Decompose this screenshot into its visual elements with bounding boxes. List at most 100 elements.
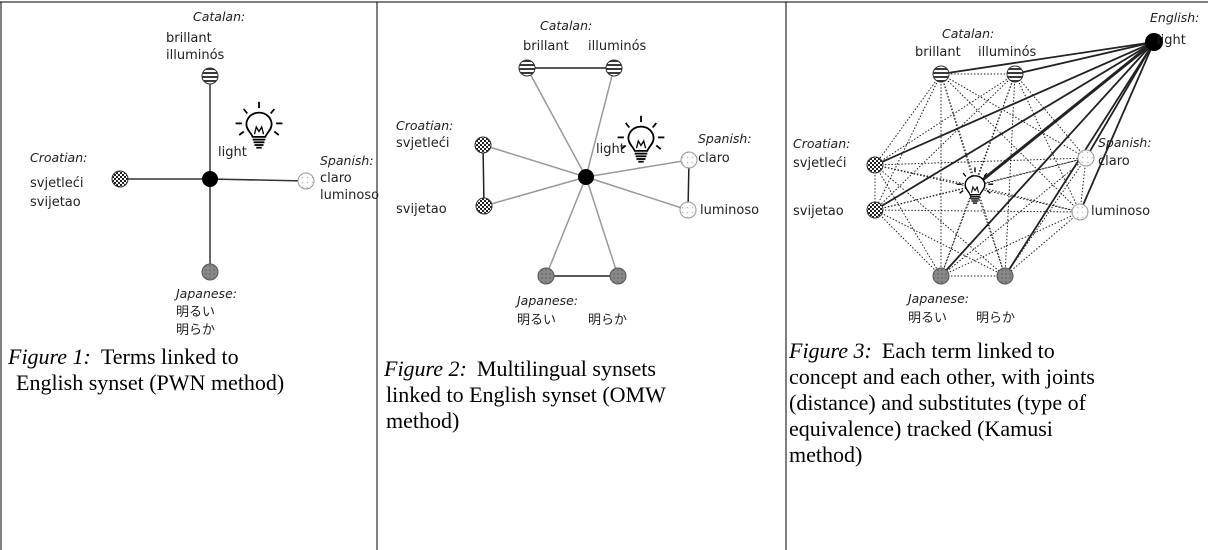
- term-term-edge: [874, 73, 1016, 166]
- figure3-caption-line2: concept and each other, with joints: [789, 364, 1095, 389]
- term-concept-edge: [940, 185, 976, 277]
- term-term-edge: [874, 157, 1087, 166]
- spanish-node: [680, 151, 698, 169]
- term-term-edge: [940, 73, 1016, 277]
- japanese-term: 明らか: [176, 323, 215, 338]
- spanish-lang: Spanish:: [320, 153, 374, 168]
- figure2-caption-line3: method): [386, 408, 459, 433]
- term-term-edge: [874, 164, 1081, 213]
- japanese-node: [609, 267, 627, 285]
- japanese-term: 明るい: [908, 311, 947, 326]
- figure-2: Catalan: brillant illuminós light Croati…: [383, 18, 759, 433]
- japanese-node: [932, 267, 950, 285]
- caption-text: Terms linked to: [101, 344, 239, 369]
- catalan-lang: Catalan:: [193, 9, 245, 24]
- figure3-caption-line1: Figure 3: Each term linked to: [788, 338, 1055, 363]
- croatian-lang: Croatian:: [793, 136, 850, 151]
- spanish-term: claro: [1098, 154, 1130, 169]
- spanish-term: claro: [320, 171, 352, 186]
- figure2-caption-line1: Figure 2: Multilingual synsets: [383, 356, 656, 381]
- figure3-caption-line5: method): [789, 442, 862, 467]
- english-term-edge: [940, 41, 1155, 277]
- croatian-term: svijetao: [396, 202, 447, 217]
- croatian-node: [866, 156, 884, 174]
- croatian-term: svijetao: [30, 195, 81, 210]
- term-term-edge: [874, 73, 942, 166]
- japanese-term: 明らか: [976, 311, 1015, 326]
- term-term-edge: [874, 164, 1006, 277]
- japanese-lang: Japanese:: [173, 286, 237, 301]
- term-concept-edge: [974, 185, 1006, 277]
- caption-label: Figure 1:: [7, 344, 91, 369]
- term-concept-edge: [874, 185, 976, 211]
- catalan-node: [518, 59, 536, 77]
- term-concept-edge: [974, 185, 1081, 213]
- english-concept-edge: [974, 40, 1155, 188]
- lightbulb-icon: [234, 100, 284, 149]
- spanish-term: luminoso: [700, 203, 759, 218]
- term-term-edge: [1079, 157, 1087, 213]
- croatian-node: [111, 170, 129, 188]
- english-term-edge: [1079, 41, 1155, 213]
- catalan-term: illuminós: [166, 48, 225, 63]
- catalan-node: [1006, 65, 1024, 83]
- catalan-node: [605, 59, 623, 77]
- croatian-node: [474, 136, 492, 154]
- croatian-lang: Croatian:: [396, 118, 453, 133]
- catalan-term: illuminós: [978, 45, 1037, 60]
- center-label: light: [218, 145, 247, 160]
- croatian-node: [866, 201, 884, 219]
- caption-label: Figure 3:: [788, 338, 872, 363]
- catalan-term: brillant: [523, 39, 569, 54]
- figure2-caption-line2: linked to English synset (OMW: [386, 382, 666, 407]
- english-synset-node: [578, 169, 594, 185]
- term-concept-edge: [974, 157, 1087, 187]
- term-term-edge: [874, 209, 1006, 277]
- japanese-lang: Japanese:: [905, 291, 969, 306]
- caption-text: Multilingual synsets: [477, 356, 656, 381]
- term-term-edge: [874, 209, 1081, 213]
- figure2-spokes: [482, 67, 690, 277]
- japanese-node: [537, 267, 555, 285]
- catalan-node: [932, 65, 950, 83]
- english-term-edge: [874, 41, 1155, 166]
- figure1-caption-line1: Figure 1: Terms linked to: [7, 344, 239, 369]
- croatian-node: [475, 197, 493, 215]
- japanese-node: [201, 263, 219, 281]
- spanish-node: [297, 172, 315, 190]
- catalan-lang: Catalan:: [942, 26, 994, 41]
- term-term-edge: [1014, 73, 1081, 213]
- figure3-edges: [874, 40, 1155, 277]
- spanish-lang: Spanish:: [698, 131, 752, 146]
- term-term-edge: [940, 157, 1087, 277]
- english-synset-node: [202, 171, 218, 187]
- catalan-term: brillant: [915, 45, 961, 60]
- term-term-edge: [874, 73, 942, 211]
- term-term-edge: [874, 73, 1016, 211]
- spanish-node: [1071, 203, 1089, 221]
- croatian-term: svjetleći: [396, 136, 450, 151]
- croatian-term: svjetleći: [30, 176, 84, 191]
- spanish-node: [679, 201, 697, 219]
- figure-3: Catalan: brillant illuminós English: lig…: [788, 10, 1199, 467]
- japanese-term: 明らか: [588, 313, 627, 328]
- spanish-term: luminoso: [1091, 204, 1150, 219]
- figure-1: Catalan: brillant illuminós light Croati…: [7, 9, 379, 395]
- croatian-term: svjetleći: [793, 156, 847, 171]
- english-lang: English:: [1150, 10, 1199, 25]
- term-concept-edge: [874, 164, 976, 187]
- japanese-node: [996, 267, 1014, 285]
- term-concept-edge: [974, 73, 1016, 187]
- figure3-caption-line3: (distance) and substitutes (type of: [789, 390, 1087, 415]
- center-label: light: [596, 142, 625, 157]
- figure1-edges: [120, 74, 307, 272]
- english-term-edge: [1014, 41, 1155, 75]
- term-term-edge: [940, 73, 1006, 277]
- japanese-term: 明るい: [176, 305, 215, 320]
- term-term-edge: [940, 211, 1081, 277]
- catalan-term: brillant: [166, 31, 212, 46]
- english-term-edge: [940, 41, 1155, 75]
- term-term-edge: [874, 209, 942, 277]
